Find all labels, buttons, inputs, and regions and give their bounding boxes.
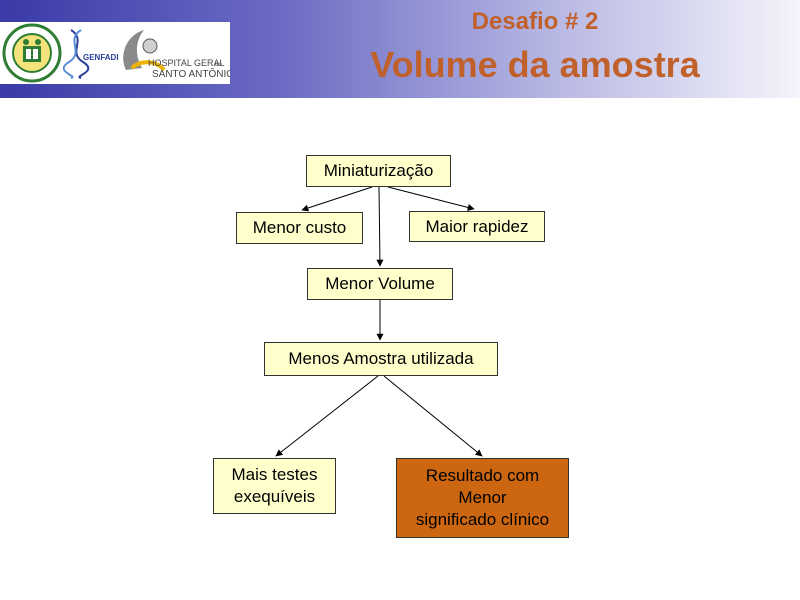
node-resultado-line3: significado clínico: [415, 510, 550, 529]
university-seal-icon: [2, 23, 62, 83]
slide-subtitle: Desafio # 2: [471, 8, 599, 35]
hospital-name-line1: HOSPITAL GERAL: [148, 58, 225, 68]
node-menor-volume-label: Menor Volume: [325, 274, 435, 293]
node-menor-custo-label: Menor custo: [252, 218, 347, 237]
node-mais-testes: Mais testes exequíveis: [213, 458, 336, 514]
node-resultado-line1: Resultado com: [425, 466, 540, 485]
node-miniaturizacao-label: Miniaturização: [323, 161, 434, 180]
dna-helix-icon: GENFADI: [62, 29, 119, 79]
node-menos-amostra: Menos Amostra utilizada: [264, 342, 498, 376]
node-maior-rapidez: Maior rapidez: [409, 211, 545, 242]
genfadi-text: GENFADI: [83, 53, 119, 62]
hospital-name-line2: SANTO ANTÔNIO: [152, 67, 230, 80]
node-maior-rapidez-label: Maior rapidez: [425, 216, 529, 236]
node-menos-amostra-label: Menos Amostra utilizada: [288, 349, 474, 368]
node-resultado: Resultado com Menor significado clínico: [396, 458, 569, 538]
node-mais-testes-line2: exequíveis: [233, 487, 316, 506]
slide-header: GENFADI HOSPITAL GERAL do SANTO ANTÔNIO …: [0, 0, 800, 98]
arrow-to-menor-custo: [301, 186, 373, 212]
slide-title: Volume da amostra: [370, 44, 700, 85]
node-mais-testes-line1: Mais testes: [231, 465, 318, 484]
arrow-to-resultado: [383, 375, 483, 457]
node-miniaturizacao: Miniaturização: [306, 155, 451, 187]
hospital-emblem-icon: HOSPITAL GERAL do SANTO ANTÔNIO: [123, 30, 234, 80]
node-menor-custo: Menor custo: [236, 212, 363, 244]
node-resultado-line2: Menor: [458, 488, 507, 507]
arrow-to-mais-testes: [275, 375, 379, 457]
genfadi-logo: GENFADI: [62, 26, 119, 80]
hospital-logo: HOSPITAL GERAL do SANTO ANTÔNIO: [118, 24, 234, 82]
arrow-to-menor-volume: [376, 186, 384, 267]
logo-strip: GENFADI HOSPITAL GERAL do SANTO ANTÔNIO: [0, 22, 234, 84]
node-menor-volume: Menor Volume: [307, 268, 453, 300]
hospital-name-suffix: do: [215, 62, 222, 68]
arrow-to-maior-rapidez: [387, 186, 475, 211]
